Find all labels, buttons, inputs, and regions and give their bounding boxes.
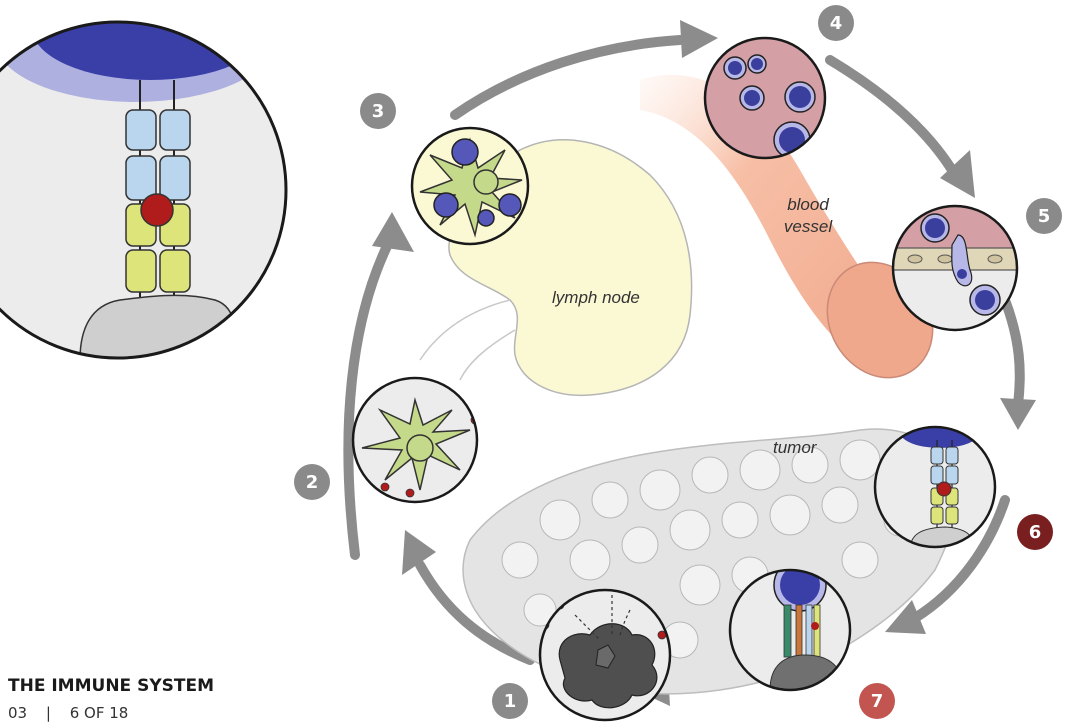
step-7-badge: 7: [859, 683, 895, 719]
step3-circle: [410, 126, 530, 246]
step1-circle: [538, 588, 672, 722]
lymphatic-vessels: [419, 299, 516, 381]
page-indicator: 03 | 6 OF 18: [8, 704, 128, 722]
lymph-node-label: lymph node: [552, 288, 640, 307]
step-2-badge: 2: [294, 464, 330, 500]
separator: |: [45, 704, 51, 722]
cycle-arrowheads: [372, 20, 1036, 706]
step-3-badge: 3: [360, 93, 396, 129]
step4-circle: [703, 36, 827, 160]
synapse-zoom-circle: [0, 20, 288, 360]
section-number: 03: [8, 704, 28, 722]
page-number: 6 OF 18: [69, 704, 129, 722]
tumor-label: tumor: [773, 438, 817, 457]
blood-vessel-label-line2: vessel: [783, 217, 833, 236]
step-4-badge: 4: [818, 5, 854, 41]
section-title: THE IMMUNE SYSTEM: [8, 676, 215, 696]
step-5-badge: 5: [1026, 198, 1062, 234]
step6-circle: [873, 425, 997, 549]
step-1-badge: 1: [492, 683, 528, 719]
step2-circle: [351, 376, 479, 504]
blood-vessel-label-line1: blood: [787, 195, 829, 214]
step-6-badge: 6: [1017, 514, 1053, 550]
step5-circle: [891, 204, 1019, 332]
